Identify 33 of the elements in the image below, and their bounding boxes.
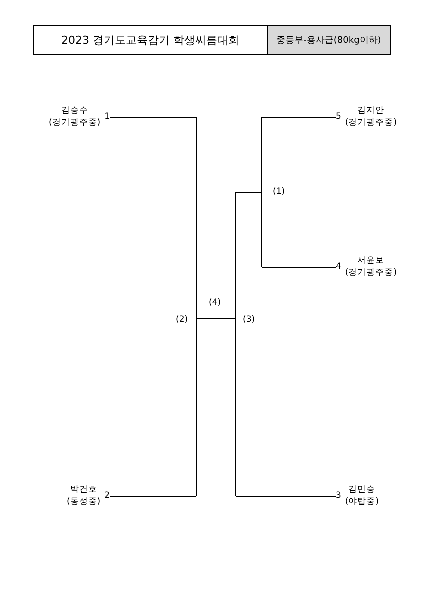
- bracket-line: [235, 192, 236, 496]
- bracket-line: [196, 117, 197, 496]
- school-name: (야탑중): [345, 496, 380, 508]
- player-name: 김승수: [61, 105, 88, 117]
- player-name: 김지안: [358, 105, 385, 117]
- bracket-line: [110, 496, 196, 497]
- bracket-line: [261, 117, 262, 267]
- bracket-line: [236, 192, 262, 193]
- school-name: (경기광주중): [345, 117, 398, 129]
- school-name: (경기광주중): [48, 117, 101, 129]
- match-number: (2): [176, 315, 188, 325]
- edge-label: (4): [209, 298, 222, 308]
- seed-number: 4: [336, 262, 342, 272]
- player-name: 김민승: [348, 484, 376, 496]
- bracket-line: [262, 267, 336, 268]
- seed-number: 3: [336, 491, 342, 501]
- school-name: (경기광주중): [345, 267, 398, 279]
- player-name: 박건호: [70, 484, 98, 496]
- header-cell: [267, 25, 391, 55]
- bracket-line: [236, 496, 336, 497]
- match-number: (1): [273, 187, 286, 197]
- bracket-line: [196, 318, 236, 319]
- bracket-line: [110, 117, 196, 118]
- title-text: 2023 경기도교육감기 학생씨름대회: [62, 32, 240, 48]
- bracket-line: [262, 117, 336, 118]
- seed-number: 5: [336, 112, 342, 122]
- seed-number: 2: [104, 491, 110, 501]
- player-name: 서윤보: [358, 255, 385, 267]
- category-text: 중등부-용사급(80kg이하): [276, 34, 382, 46]
- school-name: (동성중): [66, 496, 101, 508]
- header-cell: [33, 25, 268, 55]
- match-number: (3): [243, 315, 256, 325]
- seed-number: 1: [104, 112, 110, 122]
